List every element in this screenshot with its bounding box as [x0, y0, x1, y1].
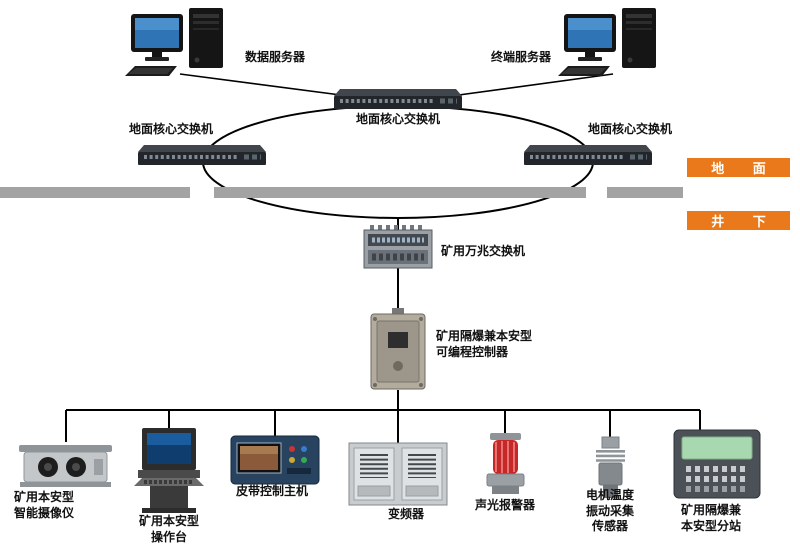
switch-icon [524, 145, 652, 165]
plc-label: 矿用隔爆兼本安型 可编程控制器 [436, 329, 533, 359]
vfd-icon [348, 442, 448, 506]
sensor-icon [596, 436, 625, 498]
wire-dataserver-switch [179, 73, 357, 98]
surface-bar-middle [214, 187, 586, 198]
mining-switch-device [358, 224, 438, 270]
console-label: 矿用本安型 操作台 [138, 514, 199, 544]
switch-icon [334, 89, 462, 109]
ground-zone-badge: 地 面 [687, 158, 790, 177]
camera-device [18, 437, 113, 489]
wire-terminalserver-switch [443, 73, 614, 98]
surface-bar-left [0, 187, 190, 198]
core-switch-right-label: 地面核心交换机 [588, 122, 673, 136]
console-icon [134, 428, 204, 513]
belt-host-icon [230, 435, 320, 485]
data-server-device [125, 8, 235, 80]
underground-zone-badge: 井 下 [687, 211, 790, 230]
core-switch-right-device [524, 144, 652, 166]
mining-switch-label: 矿用万兆交换机 [441, 244, 526, 258]
belt-host-label: 皮带控制主机 [236, 484, 309, 498]
core-switch-left-device [138, 144, 266, 166]
vfd-device [348, 440, 448, 508]
substation-device [672, 428, 762, 502]
terminal-server-device [558, 8, 668, 80]
camera-label: 矿用本安型 智能摄像仪 [14, 490, 75, 520]
terminal-server-label: 终端服务器 [491, 50, 552, 64]
switch-icon [138, 145, 266, 165]
data-server-label: 数据服务器 [245, 50, 306, 64]
substation-label: 矿用隔爆兼 本安型分站 [681, 503, 742, 533]
sensor-label: 电机温度 振动采集 传感器 [585, 488, 634, 534]
surface-bar-right [607, 187, 683, 198]
sensor-device [588, 435, 633, 501]
camera-icon [19, 445, 112, 487]
core-switch-left-label: 地面核心交换机 [129, 122, 214, 136]
mining-switch-icon [363, 225, 433, 269]
plc-device [368, 308, 428, 392]
vfd-label: 变频器 [388, 507, 425, 521]
alarm-label: 声光报警器 [475, 498, 536, 512]
core-switch-top-label: 地面核心交换机 [356, 112, 441, 126]
plc-icon [370, 308, 426, 390]
core-switch-top-device [334, 88, 462, 110]
console-device [130, 428, 208, 514]
computer-icon [558, 8, 656, 76]
belt-host-device [230, 435, 320, 485]
alarm-device [478, 433, 533, 497]
substation-icon [673, 429, 761, 499]
computer-icon [125, 8, 223, 76]
alarm-icon [486, 433, 525, 494]
